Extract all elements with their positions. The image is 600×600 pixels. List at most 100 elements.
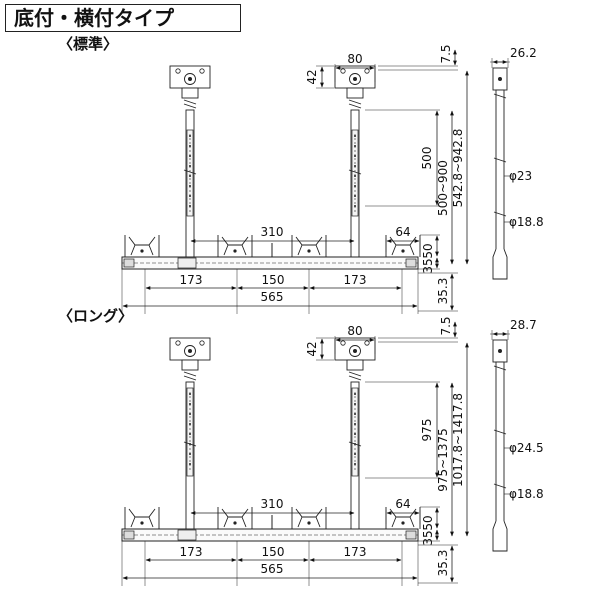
adjust-hole bbox=[354, 423, 356, 425]
adjust-hole bbox=[354, 175, 356, 177]
dim-bracket-width: 80 bbox=[347, 52, 362, 66]
break-mark bbox=[348, 371, 362, 377]
adjust-hole bbox=[189, 205, 191, 207]
dim-pole-spacing: 310 bbox=[261, 497, 284, 511]
dim-outer-diameter: φ24.5 bbox=[509, 441, 544, 455]
adjust-hole bbox=[354, 453, 356, 455]
bracket-neck bbox=[346, 87, 364, 99]
dim-hook-height: 50 bbox=[421, 243, 435, 258]
hook-rivet bbox=[401, 521, 405, 525]
dim-overall-width: 565 bbox=[261, 562, 284, 576]
hanger-hook bbox=[217, 235, 253, 257]
dim-adjust-range: 500~900 bbox=[436, 160, 450, 216]
dim-bracket-height: 42 bbox=[305, 341, 319, 356]
dim-side-gap-right: 173 bbox=[344, 273, 367, 287]
dim-bracket-height: 42 bbox=[305, 69, 319, 84]
screw-hole bbox=[364, 340, 370, 346]
dim-center-gap: 150 bbox=[262, 273, 285, 287]
dim-side-gap-left: 173 bbox=[180, 545, 203, 559]
side-pipe bbox=[495, 361, 505, 532]
dim-inner-diameter: φ18.8 bbox=[509, 215, 544, 229]
dim-pipe-length: 500 bbox=[420, 147, 434, 170]
adjust-hole bbox=[189, 145, 191, 147]
rail-joint bbox=[177, 529, 197, 541]
adjust-hole bbox=[354, 433, 356, 435]
side-pipe bbox=[495, 89, 505, 260]
break-mark bbox=[348, 103, 362, 109]
hook-rivet bbox=[233, 249, 237, 253]
rail-end-cap bbox=[123, 530, 135, 540]
pivot-center bbox=[353, 77, 357, 81]
break-mark bbox=[183, 169, 197, 175]
adjust-hole bbox=[189, 413, 191, 415]
adjust-hole bbox=[354, 165, 356, 167]
dim-hook-height: 50 bbox=[421, 515, 435, 530]
dim-pole-spacing: 310 bbox=[261, 225, 284, 239]
hook-outline bbox=[124, 235, 160, 257]
adjust-hole bbox=[189, 393, 191, 395]
screw-hole bbox=[199, 340, 205, 346]
adjust-hole bbox=[354, 403, 356, 405]
screw-hole bbox=[199, 68, 205, 74]
side-screw bbox=[498, 349, 502, 353]
rail-end-cap bbox=[405, 530, 417, 540]
adjust-hole bbox=[354, 135, 356, 137]
dim-adjust-range: 975~1375 bbox=[436, 428, 450, 492]
dim-bracket-width: 80 bbox=[347, 324, 362, 338]
dim-rail-height: 35 bbox=[421, 258, 435, 273]
screw-hole bbox=[340, 340, 346, 346]
break-mark bbox=[493, 157, 507, 163]
adjust-hole bbox=[354, 463, 356, 465]
break-mark bbox=[348, 375, 362, 381]
screw-hole bbox=[175, 68, 181, 74]
dim-outer-diameter: φ23 bbox=[509, 169, 532, 183]
break-mark bbox=[183, 441, 197, 447]
break-mark bbox=[183, 371, 197, 377]
hanger-hook bbox=[217, 507, 253, 529]
break-mark bbox=[183, 99, 197, 105]
break-mark bbox=[493, 483, 507, 489]
page-title: 底付・横付タイプ bbox=[5, 4, 241, 32]
bracket-neck bbox=[181, 359, 199, 371]
adjust-hole bbox=[189, 433, 191, 435]
dim-total-height: 542.8~942.8 bbox=[451, 129, 465, 208]
adjust-hole bbox=[189, 195, 191, 197]
dim-top-offset: 7.5 bbox=[439, 44, 453, 63]
hook-outline bbox=[291, 507, 327, 529]
adjust-hole bbox=[354, 155, 356, 157]
adjust-hole bbox=[189, 403, 191, 405]
dim-tube-diameter: 26.2 bbox=[510, 46, 537, 60]
hanger-hook bbox=[291, 507, 327, 529]
pivot-center bbox=[188, 349, 192, 353]
hook-outline bbox=[291, 235, 327, 257]
rail-end-cap bbox=[123, 258, 135, 268]
break-mark bbox=[183, 103, 197, 109]
adjust-hole bbox=[189, 175, 191, 177]
break-mark bbox=[493, 93, 507, 99]
screw-hole bbox=[364, 68, 370, 74]
dim-rail-height: 35 bbox=[421, 530, 435, 545]
hook-rivet bbox=[140, 521, 144, 525]
dim-overall-width: 565 bbox=[261, 290, 284, 304]
dim-tube-diameter: 28.7 bbox=[510, 318, 537, 332]
section-heading: 〈標準〉 bbox=[58, 35, 118, 53]
section-heading: 〈ロング〉 bbox=[58, 307, 133, 325]
break-mark bbox=[348, 441, 362, 447]
pivot-center bbox=[353, 349, 357, 353]
bracket-neck bbox=[181, 87, 199, 99]
dim-total-height: 1017.8~1417.8 bbox=[451, 393, 465, 487]
adjust-hole bbox=[354, 393, 356, 395]
hook-rivet bbox=[233, 521, 237, 525]
adjust-hole bbox=[189, 423, 191, 425]
dim-inner-diameter: φ18.8 bbox=[509, 487, 544, 501]
dim-center-gap: 150 bbox=[262, 545, 285, 559]
break-mark bbox=[348, 99, 362, 105]
break-mark bbox=[493, 365, 507, 371]
adjust-hole bbox=[189, 185, 191, 187]
dim-bottom-offset: 35.3 bbox=[436, 550, 450, 577]
adjust-hole bbox=[354, 195, 356, 197]
dim-hook-width: 64 bbox=[395, 225, 410, 239]
